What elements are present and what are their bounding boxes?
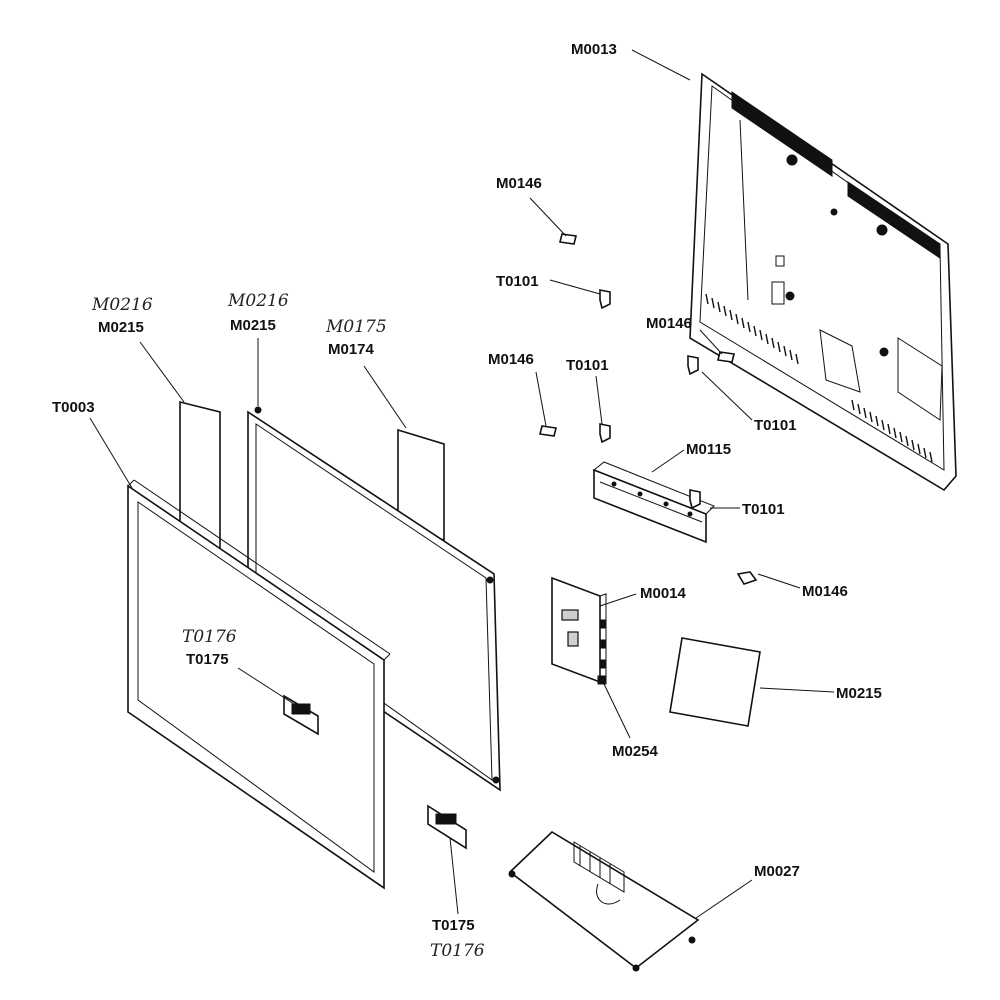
callout-m0215-a: M0215 xyxy=(98,319,144,336)
rear-vent-hatching-right xyxy=(851,399,933,463)
callout-m0215-c: M0215 xyxy=(836,685,882,702)
callout-m0174: M0174 xyxy=(328,341,375,358)
callout-m0013: M0013 xyxy=(571,41,617,58)
callout-t0101-b: T0101 xyxy=(566,357,609,374)
main-board-m0014-drawing xyxy=(551,576,607,685)
callout-t0101-d: T0101 xyxy=(742,501,785,518)
callout-t0175-a: T0175 xyxy=(186,651,229,668)
leader-lines xyxy=(89,49,835,919)
handwritten-t0176-b: T0176 xyxy=(430,941,485,961)
callout-m0146-c: M0146 xyxy=(488,351,534,368)
callout-t0175-b: T0175 xyxy=(432,917,475,934)
callout-m0146-b: M0146 xyxy=(646,315,692,332)
callout-m0146-a: M0146 xyxy=(496,175,542,192)
lcd-panel-drawing xyxy=(247,406,501,792)
clip-m0146-c-drawing xyxy=(539,425,557,437)
rear-vent-hatching-left xyxy=(705,293,799,365)
handwritten-m0216-b: M0216 xyxy=(227,291,289,311)
speaker-t0175-b-drawing xyxy=(427,804,467,850)
clip-m0146-a-drawing xyxy=(559,233,577,245)
stand-m0027-drawing xyxy=(508,830,700,972)
callout-m0115: M0115 xyxy=(686,441,731,458)
callout-t0101-c: T0101 xyxy=(754,417,797,434)
clip-m0146-b-drawing xyxy=(717,351,735,363)
callout-t0101-a: T0101 xyxy=(496,273,539,290)
handwritten-t0176-a: T0176 xyxy=(182,627,237,647)
board-m0174-drawing xyxy=(397,428,445,542)
bracket-rail-m0115-drawing xyxy=(593,461,715,544)
callout-m0014: M0014 xyxy=(640,585,687,602)
rear-cabinet-drawing xyxy=(689,72,957,492)
bracket-t0101-a-drawing xyxy=(599,289,611,310)
callout-m0027: M0027 xyxy=(754,863,800,880)
handwritten-m0216-a: M0216 xyxy=(91,295,153,315)
bracket-t0101-b-drawing xyxy=(687,355,699,376)
clip-m0146-d-drawing xyxy=(736,571,758,585)
callout-m0254: M0254 xyxy=(612,743,659,760)
front-bezel-t0003-drawing xyxy=(127,479,391,890)
handwritten-m0175: M0175 xyxy=(325,317,387,337)
callout-m0215-b: M0215 xyxy=(230,317,276,334)
speaker-t0175-a-drawing xyxy=(283,694,319,736)
bracket-t0101-c-drawing xyxy=(599,423,611,444)
foil-sheet-m0215-right-drawing xyxy=(669,637,761,727)
callout-m0146-d: M0146 xyxy=(802,583,848,600)
callout-labels: M0013 M0146 T0101 M0146 M0146 T0101 T010… xyxy=(52,41,882,961)
callout-t0003: T0003 xyxy=(52,399,95,416)
